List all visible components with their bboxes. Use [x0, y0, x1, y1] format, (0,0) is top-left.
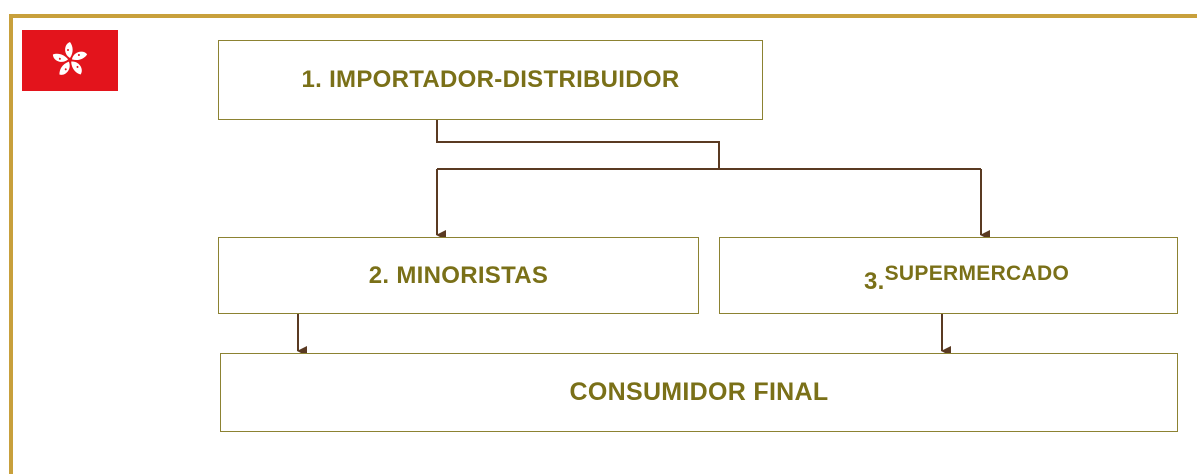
diagram-frame — [9, 14, 1197, 474]
retailers-label: 2. MINORISTAS — [368, 261, 549, 289]
connector-importer-to-branch — [436, 120, 720, 169]
supermarket-label: SUPERMERCADO — [884, 261, 1070, 285]
final-consumer-label: CONSUMIDOR FINAL — [569, 378, 829, 406]
importer-distributor-box: 1. IMPORTADOR-DISTRIBUIDOR — [218, 40, 763, 120]
supermarket-box: 3. SUPERMERCADO — [719, 237, 1178, 314]
importer-distributor-label: 1. IMPORTADOR-DISTRIBUIDOR — [301, 66, 680, 93]
supermarket-number: 3. — [864, 267, 885, 295]
final-consumer-box: CONSUMIDOR FINAL — [220, 353, 1178, 432]
hong-kong-flag — [22, 30, 118, 91]
bauhinia-flag-icon — [52, 42, 88, 75]
retailers-box: 2. MINORISTAS — [218, 237, 699, 314]
connector-lines — [297, 120, 990, 356]
